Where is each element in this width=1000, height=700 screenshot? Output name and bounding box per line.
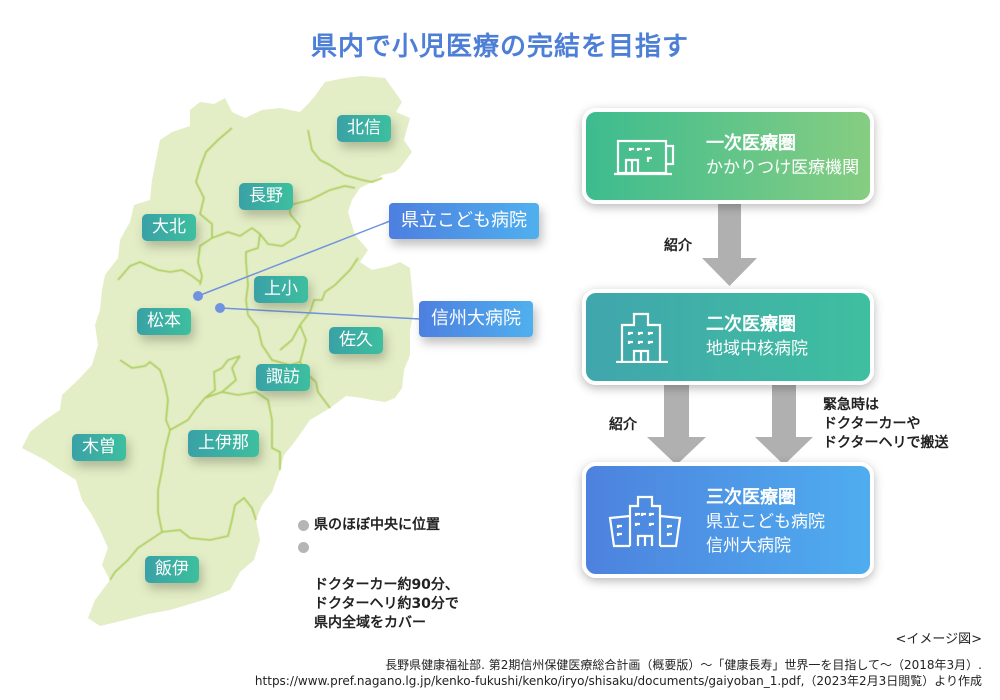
region-label-suwa: 諏訪 [256,364,310,391]
bullet-icon [298,542,309,553]
leader-line-kodomo [197,220,391,297]
arrow-label-referral-2: 紹介 [609,417,637,433]
primary-care-box: 一次医療圏 かかりつけ医療機関 [582,108,874,204]
hospital-building-icon [616,312,668,363]
secondary-heading: 二次医療圏 [706,314,796,335]
note-item: ドクターカー約90分、 ドクターヘリ約30分で 県内全域をカバー [298,538,459,633]
secondary-care-box: 二次医療圏 地域中核病院 [582,289,874,385]
arrow-down-icon [702,204,757,286]
region-label-iida: 飯伊 [145,556,199,583]
secondary-sub: 地域中核病院 [706,339,808,359]
source-line: 長野県健康福祉部. 第2期信州保健医療総合計画（概要版）～「健康長寿」世界一を目… [385,658,982,672]
clinic-icon [614,139,675,176]
nagano-prefecture-map [22,76,421,626]
hospital-label-kodomo: 県立こども病院 [389,203,539,239]
prefecture-land [22,76,414,626]
image-caption: <イメージ図> [895,632,982,647]
emergency-line: ドクターカーや [823,416,921,432]
bullet-icon [298,520,309,531]
note-item: 県のほぼ中央に位置 [298,516,459,535]
pin-shinshu-hospital [215,303,225,313]
region-label-hokushin: 北信 [337,115,391,142]
map-notes: 県のほぼ中央に位置 ドクターカー約90分、 ドクターヘリ約30分で 県内全域をカ… [298,516,459,636]
leader-line-shinshu [219,307,421,320]
emergency-line: ドクターヘリで搬送 [823,435,949,451]
region-label-saku: 佐久 [329,327,383,354]
source-line: https://www.pref.nagano.lg.jp/kenko-fuku… [254,674,982,688]
arrow-label-emergency: 緊急時は ドクターカーや ドクターヘリで搬送 [823,396,948,453]
arrow-label-referral-1: 紹介 [664,238,692,254]
region-label-kiso: 木曽 [72,434,126,461]
tertiary-sub-line: 信州大病院 [706,536,791,556]
primary-heading: 一次医療圏 [706,133,796,154]
region-label-nagano: 長野 [239,183,293,210]
tertiary-heading: 三次医療圏 [706,487,796,508]
region-label-daihoku: 大北 [142,214,196,241]
page-title: 県内で小児医療の完結を目指す [310,32,689,62]
tertiary-sub-line: 県立こども病院 [706,512,825,532]
region-label-matsumoto: 松本 [137,308,191,335]
source-citation: 長野県健康福祉部. 第2期信州保健医療総合計画（概要版）～「健康長寿」世界一を目… [255,657,982,689]
note-text: ドクターカー約90分、 ドクターヘリ約30分で 県内全域をカバー [314,577,459,631]
hospital-label-shinshu: 信州大病院 [419,301,533,337]
large-hospital-icon [608,495,682,548]
emergency-line: 緊急時は [823,397,879,413]
arrow-down-icon [647,385,706,465]
region-label-joshou: 上小 [254,276,308,303]
pin-kodomo-hospital [193,291,203,301]
arrow-down-icon [755,385,813,465]
tertiary-care-box: 三次医療圏 県立こども病院 信州大病院 [582,462,874,578]
region-label-kamiina: 上伊那 [188,430,259,457]
primary-sub: かかりつけ医療機関 [706,158,860,178]
note-text: 県のほぼ中央に位置 [314,517,440,533]
